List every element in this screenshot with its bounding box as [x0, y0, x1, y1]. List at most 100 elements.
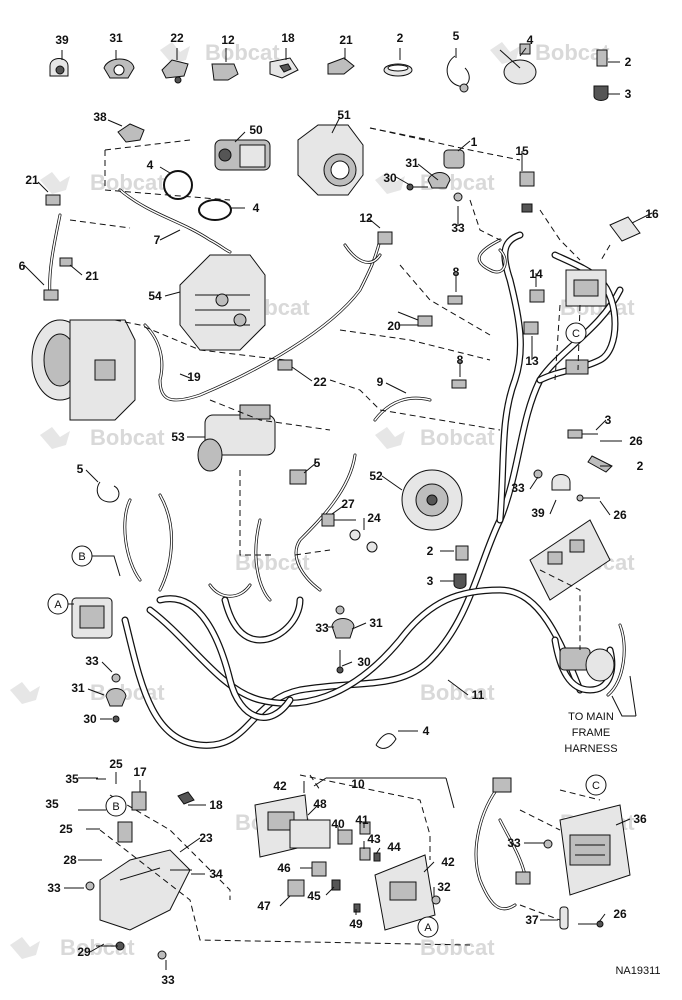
callout-number: 47 [257, 899, 271, 913]
ref-marker-b-upper: B [71, 545, 121, 577]
callout-number: 31 [109, 31, 123, 45]
callouts-lower-left: 35 25 17 35 25 18 23 28 34 33 29 33 [45, 757, 223, 987]
note-line: HARNESS [564, 743, 617, 755]
callout-number: 2 [637, 459, 644, 473]
callout-number: 44 [387, 840, 401, 854]
callout-number: 5 [453, 29, 460, 43]
part-5-strap-b [96, 481, 120, 503]
callout-number: 34 [209, 867, 223, 881]
part-29-bolt [96, 941, 125, 951]
part-43-fuse [359, 847, 371, 861]
callout-number: 31 [405, 156, 419, 170]
watermark-text: Bobcat [420, 680, 495, 705]
callout-number: 3 [625, 87, 632, 101]
leader-lines [23, 47, 653, 970]
part-39-clamp [49, 58, 69, 77]
lower-right-assembly [492, 777, 631, 930]
part-31-clamp-c [331, 618, 355, 639]
callout-number: 42 [273, 779, 287, 793]
callout-number: 18 [281, 31, 295, 45]
callout-number: 17 [133, 765, 147, 779]
watermark-text: Bobcat [420, 425, 495, 450]
callout-number: 33 [451, 221, 465, 235]
reference-markers: B A C B A C [47, 322, 607, 938]
callouts-middle: 53 5 52 27 24 2 3 5 3 26 2 33 39 26 33 3… [71, 413, 643, 738]
callouts-lower-right: 33 36 37 26 [507, 812, 647, 927]
callout-number: 33 [161, 973, 175, 987]
callout-number: 5 [77, 462, 84, 476]
callout-number: 9 [377, 375, 384, 389]
note-line: TO MAIN [568, 711, 614, 723]
callout-number: 26 [613, 907, 627, 921]
figure-id: NA19311 [615, 965, 660, 977]
ref-marker-label: B [78, 551, 85, 563]
connector-main-frame [559, 647, 615, 682]
alternator-left [31, 319, 136, 421]
part-33-nut-a [453, 192, 463, 202]
part-8-clip-a [447, 295, 463, 305]
part-33-nut-g [543, 839, 553, 849]
callout-number: 26 [613, 508, 627, 522]
part-2-connector-mid [455, 545, 469, 561]
top-row-parts [49, 43, 609, 101]
part-4-ring-b [198, 199, 232, 221]
callout-number: 45 [307, 889, 321, 903]
callout-number: 46 [277, 861, 291, 875]
part-3-clip-right [567, 429, 598, 439]
fuse-panel-right [529, 519, 611, 601]
watermark-text: Bobcat [205, 40, 280, 65]
part-30-bolt-c [336, 650, 344, 674]
callout-number: 53 [171, 430, 185, 444]
callout-number: 21 [339, 33, 353, 47]
callout-number: 8 [453, 265, 460, 279]
callout-number: 33 [511, 481, 525, 495]
part-21-clip [327, 57, 355, 75]
callout-number: 48 [313, 797, 327, 811]
callouts-lower-center: 42 10 48 40 41 43 44 46 45 47 49 42 32 [257, 777, 455, 931]
callout-number: 2 [625, 55, 632, 69]
part-44-fuse [373, 852, 381, 862]
callout-number: 32 [437, 880, 451, 894]
part-4-tie-b [375, 733, 397, 749]
note-line: FRAME [572, 727, 611, 739]
callout-number: 10 [351, 777, 365, 791]
part-12-clip-b [377, 231, 393, 245]
part-39-clamp-b [551, 474, 571, 491]
callout-number: 8 [457, 353, 464, 367]
callout-number: 23 [199, 831, 213, 845]
callout-number: 21 [85, 269, 99, 283]
callout-number: 50 [249, 123, 263, 137]
part-31-clip [103, 58, 135, 79]
callout-number: 36 [633, 812, 647, 826]
watermark-text: Bobcat [420, 935, 495, 960]
callout-number: 14 [529, 267, 543, 281]
part-3-holder-mid [453, 573, 467, 589]
part-48-fuse-block [289, 819, 331, 849]
callout-number: 54 [148, 289, 162, 303]
part-33-nut-b [533, 469, 543, 479]
ref-marker-label: A [424, 922, 432, 934]
callout-number: 3 [605, 413, 612, 427]
part-37-strap [559, 906, 569, 930]
part-2-clamp [383, 63, 413, 77]
part-8-clip-b [451, 379, 467, 389]
part-2-connector-top [596, 49, 608, 67]
callout-number: 33 [85, 654, 99, 668]
callout-number: 21 [25, 173, 39, 187]
callout-number: 6 [19, 259, 26, 273]
part-41-fuse [359, 821, 371, 835]
callout-number: 11 [472, 688, 485, 702]
part-33-nut-f [157, 950, 167, 960]
callout-number: 39 [55, 33, 69, 47]
callout-number: 15 [515, 144, 529, 158]
part-5-strap [446, 55, 470, 93]
lower-center-assembly [254, 794, 441, 931]
part-36-controller [559, 804, 631, 896]
callout-number: 3 [427, 574, 434, 588]
callout-number: 31 [369, 616, 383, 630]
callout-number: 25 [59, 822, 73, 836]
callout-number: 5 [314, 456, 321, 470]
callout-number: 12 [359, 211, 373, 225]
part-15-connector [519, 171, 535, 213]
